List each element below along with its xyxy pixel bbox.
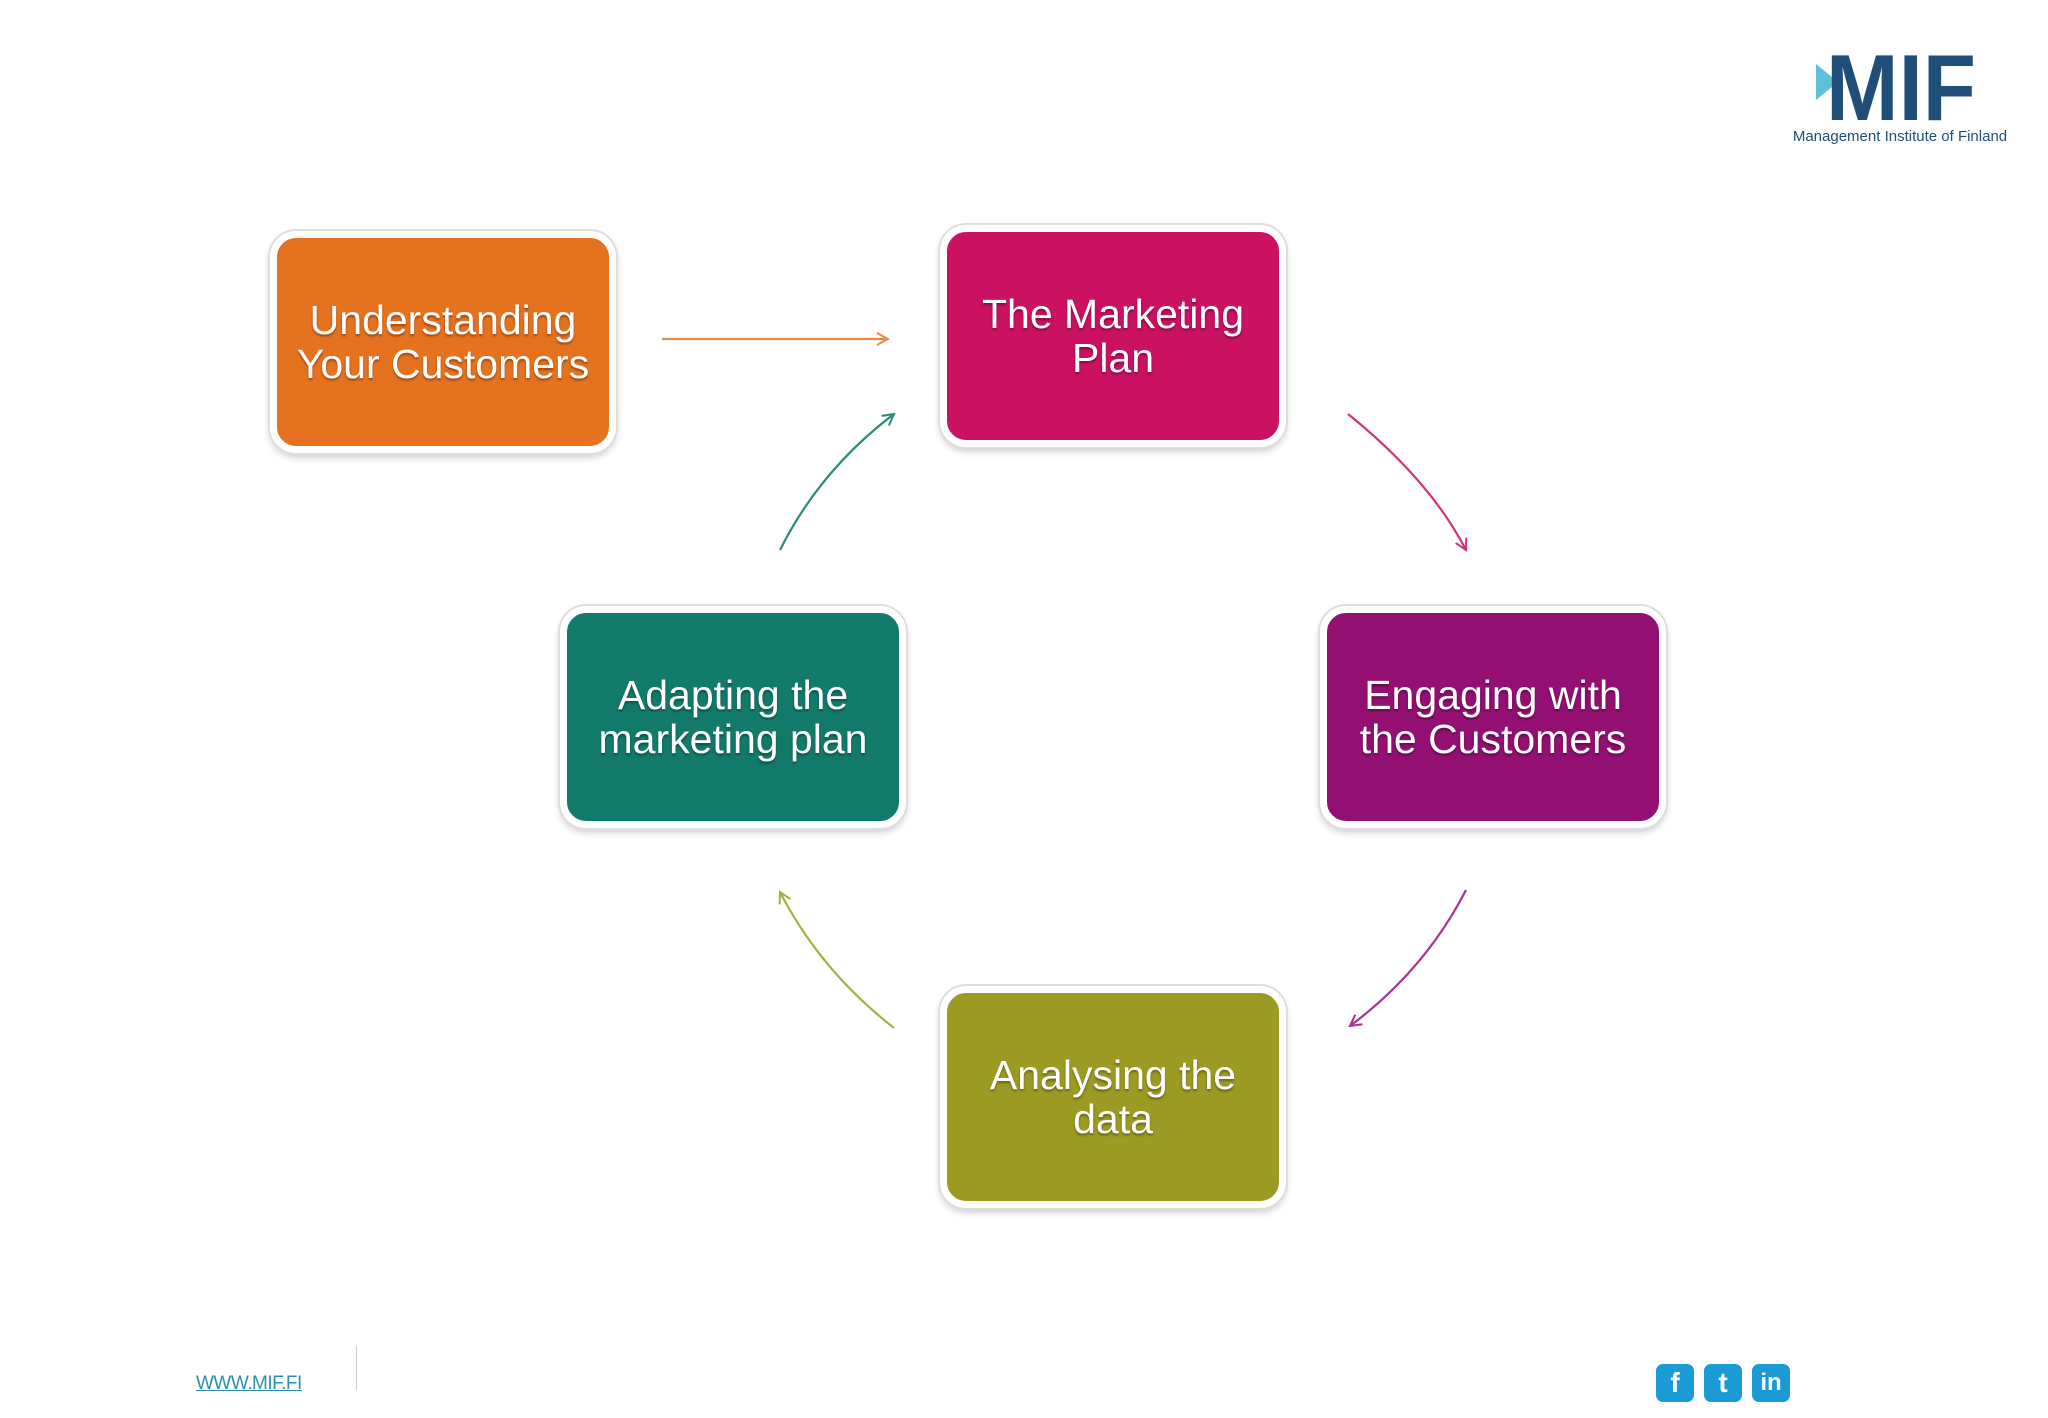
arrow-engaging-to-analysing <box>1350 889 1467 1026</box>
logo-text: MIF <box>1826 44 1976 124</box>
facebook-icon[interactable]: f <box>1656 1364 1694 1402</box>
mif-logo-icon: MIF <box>1816 44 1976 124</box>
node-adapting-the-marketing-plan: Adapting the marketing plan <box>560 606 906 828</box>
linkedin-icon[interactable]: in <box>1752 1364 1790 1402</box>
node-the-marketing-plan: The Marketing Plan <box>940 225 1286 447</box>
footer-divider <box>356 1346 357 1390</box>
node-analysing-the-data: Analysing the data <box>940 986 1286 1208</box>
node-label: Analysing the data <box>989 1052 1237 1142</box>
node-understanding-your-customers: Understanding Your Customers <box>270 231 616 453</box>
node-label: Engaging with the Customers <box>1359 672 1627 762</box>
node-label: Adapting the marketing plan <box>598 672 868 762</box>
node-label: The Marketing Plan <box>981 291 1245 381</box>
arrow-analysing-to-adapting <box>780 892 895 1029</box>
twitter-icon[interactable]: t <box>1704 1364 1742 1402</box>
logo-tagline: Management Institute of Finland <box>1792 128 2008 145</box>
arrow-marketing-plan-to-engaging <box>1347 413 1466 550</box>
logo: MIF Management Institute of Finland <box>1780 44 2020 154</box>
website-link[interactable]: WWW.MIF.FI <box>196 1373 302 1394</box>
node-engaging-with-the-customers: Engaging with the Customers <box>1320 606 1666 828</box>
arrow-adapting-to-marketing-plan <box>779 414 894 551</box>
node-label: Understanding Your Customers <box>296 297 590 387</box>
